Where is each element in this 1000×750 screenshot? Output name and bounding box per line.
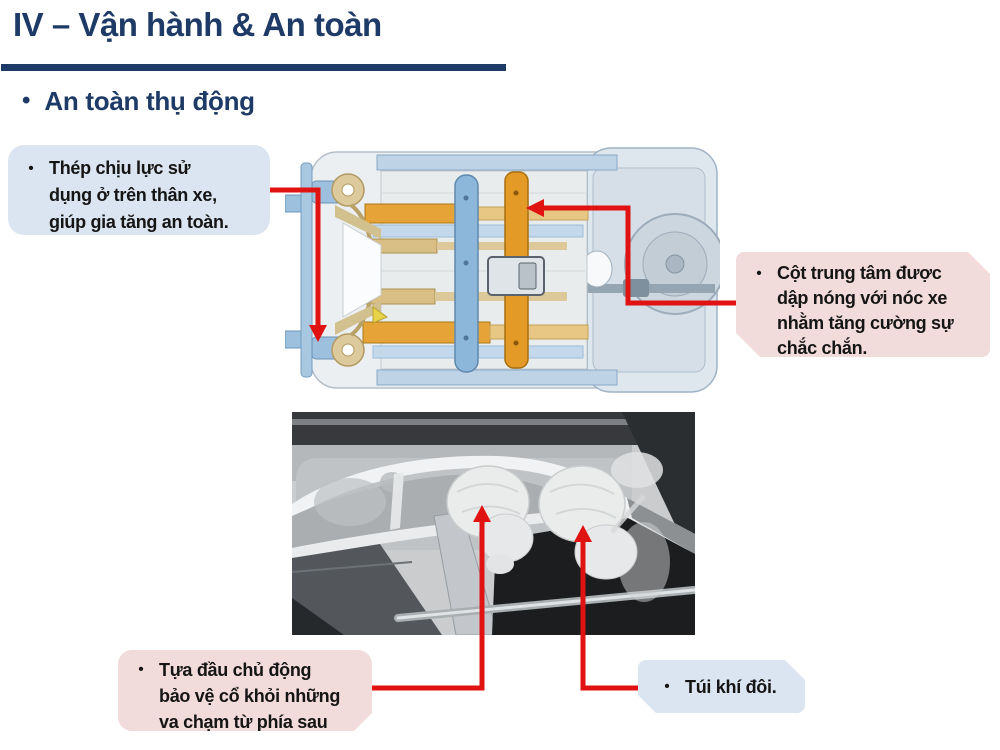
callout-active-headrest: • Tựa đầu chủ động bảo vệ cổ khỏi những …: [118, 650, 372, 731]
callout-center-pillar: • Cột trung tâm được dập nóng với nóc xe…: [736, 252, 990, 357]
chassis-console: [487, 256, 545, 296]
callout-headrest-text: Tựa đầu chủ động bảo vệ cổ khỏi những va…: [159, 660, 341, 732]
callout-dual-airbag: • Túi khí đôi.: [638, 660, 805, 713]
chassis-cross-beams: [358, 203, 589, 359]
callout-steel-text: Thép chịu lực sử dụng ở trên thân xe, gi…: [49, 158, 229, 232]
airbag-interior-image: [292, 412, 695, 635]
callout-bullet: •: [28, 160, 34, 177]
page-title: IV – Vận hành & An toàn: [13, 6, 382, 43]
callout-bullet: •: [138, 661, 144, 678]
callout-airbag-text: Túi khí đôi.: [685, 677, 777, 697]
section-bullet: •: [22, 87, 31, 114]
callout-bullet: •: [664, 678, 670, 695]
title-underline: [1, 64, 506, 71]
section-heading-row: • An toàn thụ động: [22, 84, 255, 118]
chassis-underbody-image: [285, 143, 720, 397]
callout-bullet: •: [756, 265, 762, 282]
section-heading: An toàn thụ động: [44, 86, 255, 116]
airbag-left: [446, 465, 534, 574]
callout-pillar-text: Cột trung tâm được dập nóng với nóc xe n…: [777, 263, 954, 358]
callout-steel-body: • Thép chịu lực sử dụng ở trên thân xe, …: [8, 145, 270, 235]
